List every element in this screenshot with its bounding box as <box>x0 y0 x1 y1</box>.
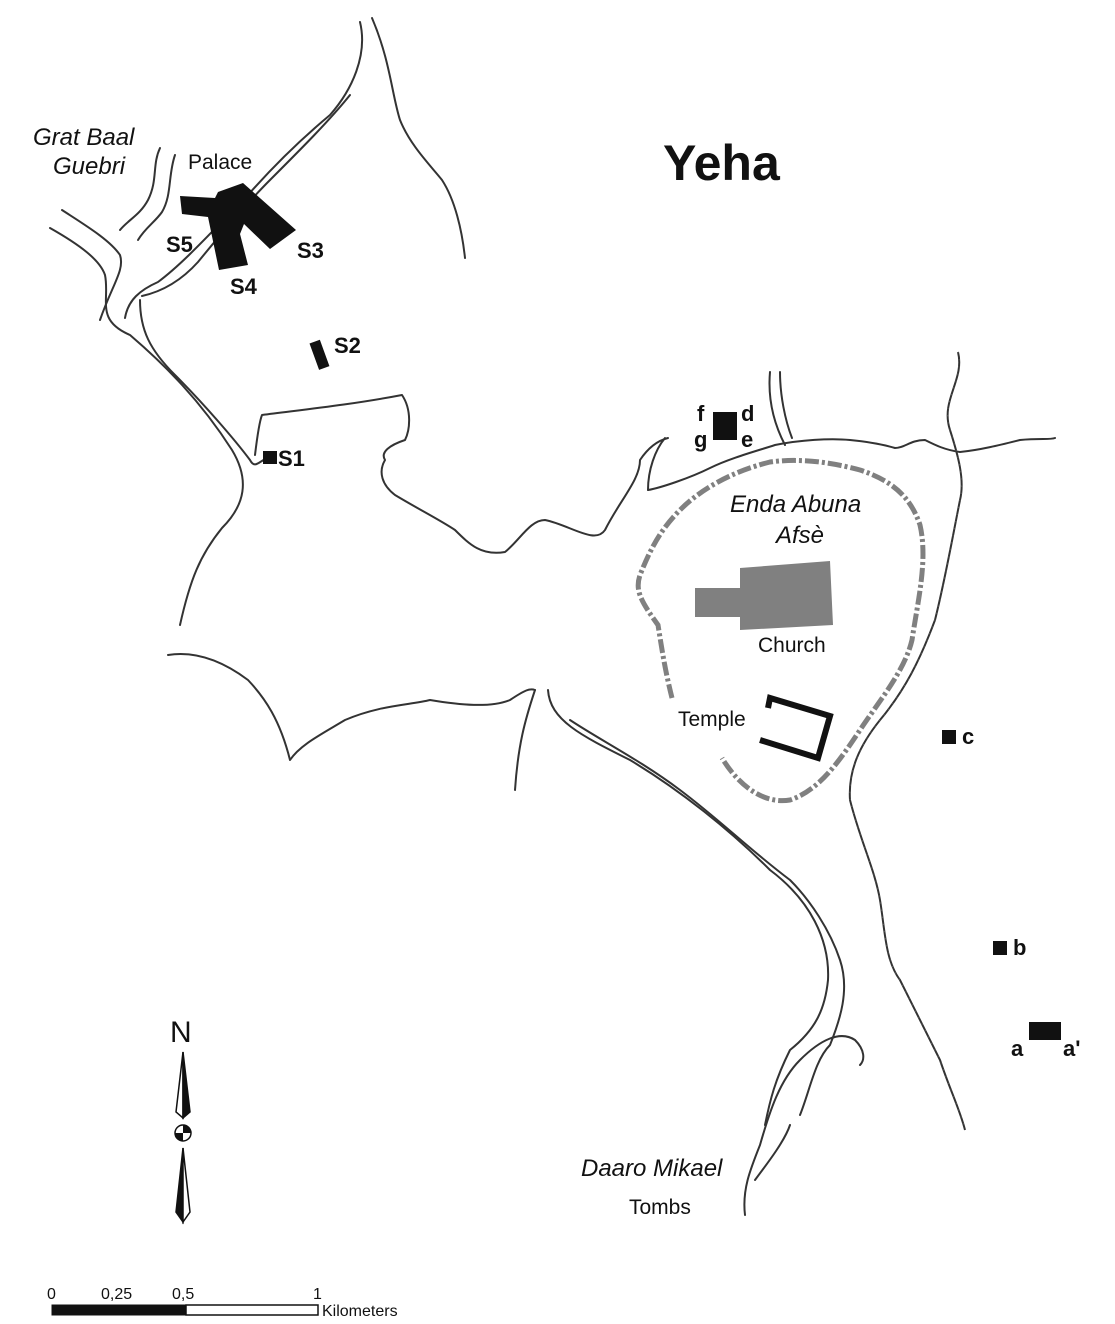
site-defg-structure <box>713 412 737 440</box>
wadi-north-small <box>647 437 1056 491</box>
label-daaro-mikael: Daaro Mikael <box>581 1155 723 1182</box>
label-grat-baal-line1: Grat Baal <box>33 124 135 151</box>
label-s1: S1 <box>278 446 305 471</box>
label-s4: S4 <box>230 274 258 299</box>
label-site-b: b <box>1013 935 1026 960</box>
wadi-north-right <box>768 371 786 446</box>
scale-unit-label: Kilometers <box>322 1303 398 1320</box>
wadi-south-branch-2 <box>754 1124 791 1181</box>
label-grat-baal-line2: Guebri <box>53 153 126 180</box>
label-enda-abuna-line1: Enda Abuna <box>730 491 861 518</box>
site-s1-structure <box>263 451 277 464</box>
wadi-central-north <box>254 394 669 554</box>
label-site-c: c <box>962 724 974 749</box>
north-arrow-lower-right <box>182 1147 191 1225</box>
wadi-south-west-bank <box>514 689 536 791</box>
temple-building <box>759 694 834 762</box>
label-s5: S5 <box>166 232 193 257</box>
palace-building <box>180 183 296 270</box>
scale-tick-025: 0,25 <box>101 1286 132 1303</box>
scale-tick-0: 0 <box>47 1286 56 1303</box>
site-s2-structure <box>309 339 330 370</box>
wadi-south-east-bank <box>547 689 830 1126</box>
wadi-south-east-bank-2 <box>569 719 846 1116</box>
scale-bar-black-segment <box>51 1304 187 1316</box>
label-s2: S2 <box>334 333 361 358</box>
label-site-a: a <box>1011 1036 1024 1061</box>
hatched-road <box>848 351 966 1131</box>
wadi-west-upper <box>61 209 123 321</box>
north-arrow-label: N <box>170 1016 192 1049</box>
label-site-e: e <box>741 427 753 452</box>
label-temple: Temple <box>678 708 746 731</box>
scale-tick-05: 0,5 <box>172 1286 194 1303</box>
label-tombs: Tombs <box>629 1196 691 1219</box>
wadi-north-left <box>647 437 666 491</box>
label-site-d: d <box>741 401 754 426</box>
label-enda-abuna-line2: Afsè <box>774 522 824 549</box>
site-c-structure <box>942 730 956 744</box>
wadi-central-south <box>167 653 536 761</box>
hatched-road-ticks <box>849 351 966 1131</box>
label-site-g: g <box>694 427 707 452</box>
wadi-grat-baal <box>119 147 161 231</box>
map-title: Yeha <box>663 135 781 191</box>
scale-bar-white-segment <box>185 1304 319 1316</box>
label-site-f: f <box>697 401 705 426</box>
site-aa-structure <box>1029 1022 1061 1040</box>
north-arrow-upper-right <box>182 1051 191 1120</box>
wadi-northeast-east-bank <box>371 17 466 259</box>
label-site-a-prime: a' <box>1063 1036 1080 1061</box>
wadi-west-main <box>49 227 244 626</box>
church-building <box>695 561 833 630</box>
north-arrow-hub-fill <box>175 1125 191 1141</box>
north-arrow: N <box>170 1016 192 1225</box>
wadi-north-right-2 <box>779 371 793 439</box>
label-s3: S3 <box>297 238 324 263</box>
scale-tick-1: 1 <box>313 1286 322 1303</box>
scale-bar: 0 0,25 0,5 1 Kilometers <box>47 1286 398 1320</box>
wadi-west-inner <box>139 299 269 466</box>
site-b-structure <box>993 941 1007 955</box>
label-palace: Palace <box>188 151 252 174</box>
wadi-south-branch <box>743 1035 865 1216</box>
wadi-grat-baal-2 <box>137 154 176 241</box>
enclosure-wall <box>635 457 926 804</box>
label-church: Church <box>758 634 826 657</box>
